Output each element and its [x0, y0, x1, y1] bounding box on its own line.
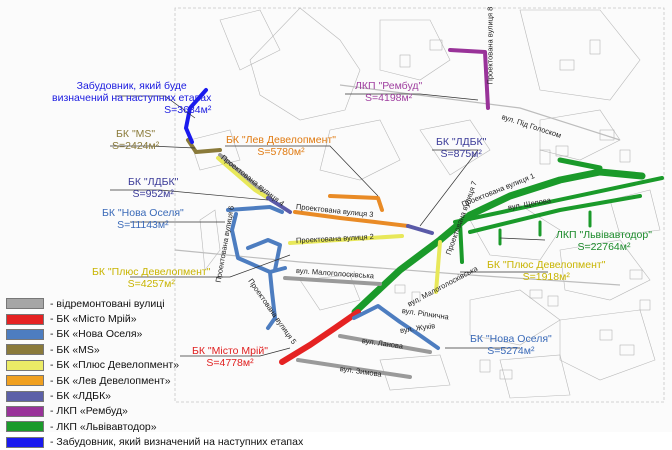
route-lev-development — [293, 194, 410, 228]
label-nova-left: БК "Нова Оселя" S=11143м² — [102, 207, 184, 231]
legend-swatch — [6, 313, 44, 325]
legend-label: - відремонтовані вулиці — [50, 297, 165, 310]
label-rembud-name: ЛКП "Рембуд" — [355, 80, 423, 92]
route-nova-oselia — [226, 205, 440, 350]
label-plus-left-name: БК "Плюс Девелопмент" — [92, 266, 211, 278]
label-ms-name: БК "MS" — [116, 128, 156, 140]
label-developer-tbd-area: S=3634м² — [164, 104, 212, 116]
background-buildings — [394, 39, 651, 380]
label-misto-mriy-area: S=4778м² — [206, 357, 254, 369]
route-misto-mriy — [279, 309, 361, 365]
legend-label: - БК «ЛДБК» — [50, 390, 112, 403]
label-lvivavtodor: ЛКП "Львівавтодор" S=22764м² — [556, 229, 652, 253]
label-developer-tbd: Забудовник, який буде визначений на наст… — [52, 80, 211, 116]
background-parcels — [189, 7, 661, 399]
label-plus-right: БК "Плюс Девелопмент" S=1918м² — [487, 259, 605, 283]
legend-item: - відремонтовані вулиці — [6, 296, 306, 311]
route-lvivavtodor — [351, 157, 664, 316]
legend-label: - БК «MS» — [50, 343, 100, 356]
label-ldbk-right-name: БК "ЛДБК" — [436, 136, 487, 148]
label-plus-right-area: S=1918м² — [522, 271, 570, 283]
legend-item: - Забудовник, який визначений на наступн… — [6, 435, 306, 450]
label-ldbk-left: БК "ЛДБК" S=952м² — [128, 176, 178, 200]
legend-swatch — [6, 344, 44, 356]
legend-item: - БК «Нова Оселя» — [6, 327, 306, 342]
legend-label: - БК «Лев Девелопмент» — [50, 374, 171, 387]
site-plan-map — [110, 7, 665, 403]
label-lev: БК "Лев Девелопмент" S=5780м² — [226, 134, 336, 158]
label-misto-mriy: БК "Місто Мрій" S=4778м² — [192, 345, 268, 369]
label-rembud: ЛКП "Рембуд" S=4198м² — [355, 80, 422, 104]
label-ms-area: S=2424м² — [112, 140, 160, 152]
legend-swatch — [6, 328, 44, 340]
legend: - відремонтовані вулиці - БК «Місто Мрій»… — [6, 296, 306, 450]
legend-item: - ЛКП «Рембуд» — [6, 404, 306, 419]
label-developer-tbd-name: Забудовник, який буде — [76, 80, 187, 92]
label-plus-left-area: S=4257м² — [127, 278, 175, 290]
legend-label: - ЛКП «Львівавтодор» — [50, 420, 157, 433]
label-lev-area: S=5780м² — [257, 146, 305, 158]
label-nova-right-area: S=5274м² — [487, 345, 535, 357]
label-nova-left-name: БК "Нова Оселя" — [102, 207, 184, 219]
route-ms — [186, 138, 222, 155]
route-developer-tbd — [183, 88, 208, 144]
label-rembud-area: S=4198м² — [365, 92, 413, 104]
legend-item: - БК «ЛДБК» — [6, 388, 306, 403]
legend-swatch — [6, 421, 44, 433]
label-nova-right: БК "Нова Оселя" S=5274м² — [470, 333, 552, 357]
route-rembud — [448, 48, 490, 110]
label-lvivavtodor-area: S=22764м² — [577, 241, 631, 253]
route-plus-development — [216, 156, 442, 294]
label-nova-left-area: S=11143м² — [117, 219, 169, 231]
legend-label: - БК «Нова Оселя» — [50, 328, 143, 341]
legend-item: - БК «Плюс Девелопмент» — [6, 358, 306, 373]
label-ldbk-left-area: S=952м² — [132, 188, 174, 200]
route-repaired — [218, 153, 432, 379]
legend-label: - БК «Місто Мрій» — [50, 313, 137, 326]
legend-item: - БК «Лев Девелопмент» — [6, 373, 306, 388]
label-lvivavtodor-name: ЛКП "Львівавтодор" — [556, 229, 652, 241]
legend-label: - Забудовник, який визначений на наступн… — [50, 436, 304, 449]
label-ldbk-left-name: БК "ЛДБК" — [128, 176, 179, 188]
label-ldbk-right: БК "ЛДБК" S=875м² — [436, 136, 486, 160]
legend-swatch — [6, 436, 44, 448]
label-lev-name: БК "Лев Девелопмент" — [226, 134, 336, 146]
existing-roads — [174, 84, 621, 286]
legend-item: - БК «MS» — [6, 342, 306, 357]
legend-item: - БК «Місто Мрій» — [6, 311, 306, 326]
label-plus-left: БК "Плюс Девелопмент" S=4257м² — [92, 266, 210, 290]
legend-swatch — [6, 359, 44, 371]
legend-item: - ЛКП «Львівавтодор» — [6, 419, 306, 434]
label-ms: БК "MS" S=2424м² — [112, 128, 159, 152]
label-misto-mriy-name: БК "Місто Мрій" — [192, 345, 268, 357]
route-ldbk — [266, 196, 434, 235]
plan-boundary — [174, 7, 665, 403]
legend-swatch — [6, 390, 44, 402]
legend-label: - БК «Плюс Девелопмент» — [50, 359, 180, 372]
label-plus-right-name: БК "Плюс Девелопмент" — [487, 259, 606, 271]
legend-label: - ЛКП «Рембуд» — [50, 405, 128, 418]
leader-lines — [110, 93, 548, 357]
label-ldbk-right-area: S=875м² — [440, 148, 482, 160]
legend-swatch — [6, 375, 44, 387]
label-developer-tbd-name2: визначений на наступних етапах — [52, 92, 212, 104]
legend-swatch — [6, 298, 44, 310]
legend-swatch — [6, 405, 44, 417]
label-nova-right-name: БК "Нова Оселя" — [470, 333, 552, 345]
street-s8: Проектована вулиця 8 — [485, 6, 495, 85]
